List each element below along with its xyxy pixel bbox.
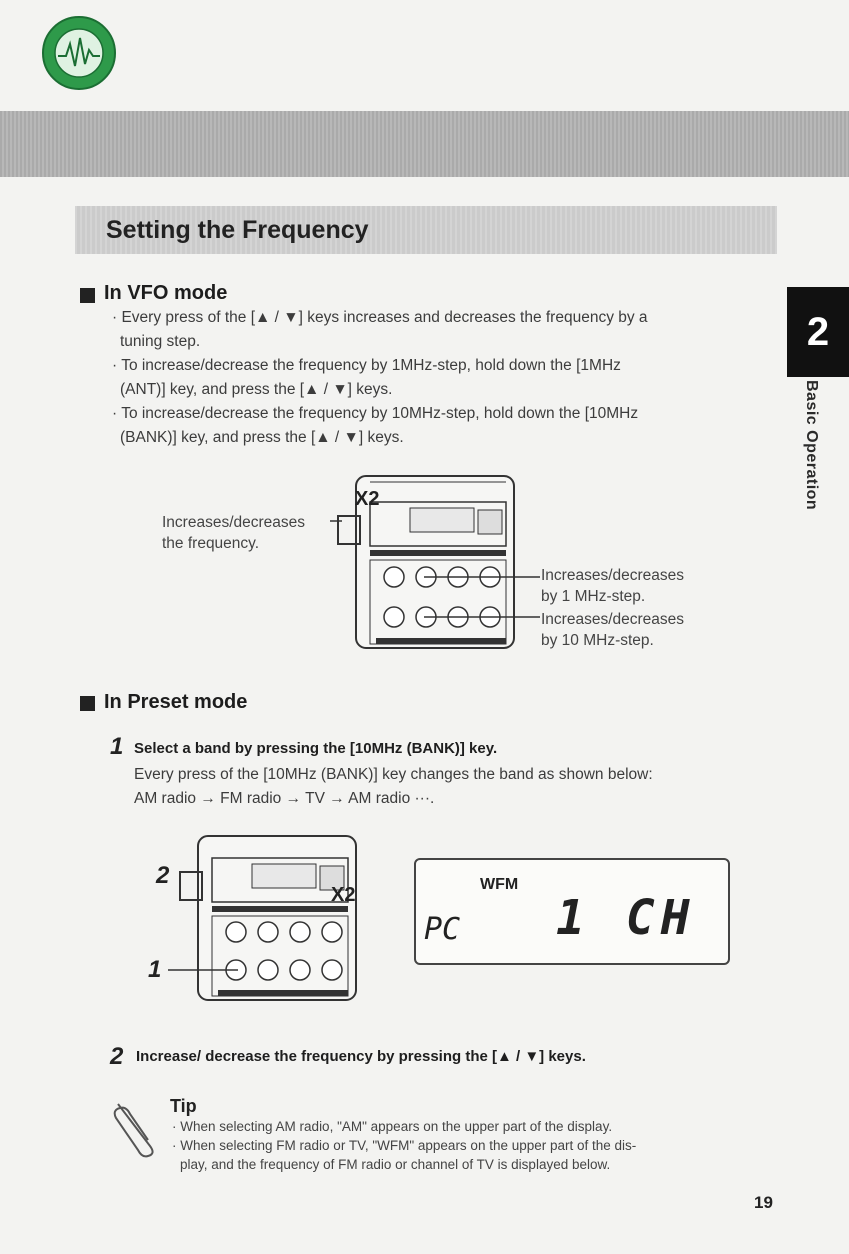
tip-title: Tip	[170, 1096, 197, 1116]
section-title-bar	[75, 206, 777, 254]
display-badge: X2	[331, 884, 356, 906]
lcd-display	[414, 858, 730, 965]
lcd-left: PC	[424, 912, 461, 947]
display-badge: X2	[355, 488, 380, 510]
header-band	[0, 111, 849, 177]
vfo-line: · Every press of the [▲ / ▼] keys increa…	[112, 309, 648, 326]
step-number: 1	[110, 733, 124, 760]
vfo-line: (BANK)] key, and press the [▲ / ▼] keys.	[120, 429, 404, 446]
label-1mhz: Increases/decreases by 1 MHz-step.	[541, 567, 685, 605]
chapter-label: Basic Operation	[803, 380, 820, 511]
label-frequency: Increases/decreases the frequency.	[162, 514, 306, 552]
page-number: 19	[754, 1193, 773, 1212]
heading-bullet	[80, 696, 95, 711]
heading-bullet	[80, 288, 95, 303]
label-10mhz: Increases/decreases by 10 MHz-step.	[541, 611, 685, 649]
section-title: Setting the Frequency	[106, 216, 369, 244]
lcd-mode: WFM	[480, 876, 519, 893]
tip-body: · When selecting AM radio, "AM" appears …	[172, 1119, 637, 1172]
device-illustration-vfo	[336, 472, 526, 652]
callout-2: 2	[156, 862, 170, 889]
device-illustration-preset	[178, 832, 368, 1004]
paperclip-icon	[110, 1094, 166, 1160]
vfo-line: · To increase/decrease the frequency by …	[112, 405, 639, 422]
step2-title: Increase/ decrease the frequency by pres…	[136, 1048, 586, 1065]
vfo-line: tuning step.	[120, 333, 201, 350]
chapter-tab: 2	[787, 287, 849, 377]
lcd-value: 1 CH	[556, 890, 696, 946]
callout-lines	[330, 520, 540, 618]
step1-title: Select a band by pressing the [10MHz (BA…	[134, 740, 498, 757]
callout-1: 1	[148, 956, 162, 983]
vfo-heading: In VFO mode	[104, 282, 228, 304]
step1-body: Every press of the [10MHz (BANK)] key ch…	[134, 766, 653, 807]
vfo-line: · To increase/decrease the frequency by …	[112, 357, 621, 374]
preset-heading: In Preset mode	[104, 691, 248, 713]
step-number: 2	[110, 1043, 124, 1070]
callout-line	[168, 969, 238, 971]
vfo-line: (ANT)] key, and press the [▲ / ▼] keys.	[120, 381, 393, 398]
company-logo	[40, 14, 118, 92]
vfo-body: · Every press of the [▲ / ▼] keys increa…	[112, 306, 648, 450]
